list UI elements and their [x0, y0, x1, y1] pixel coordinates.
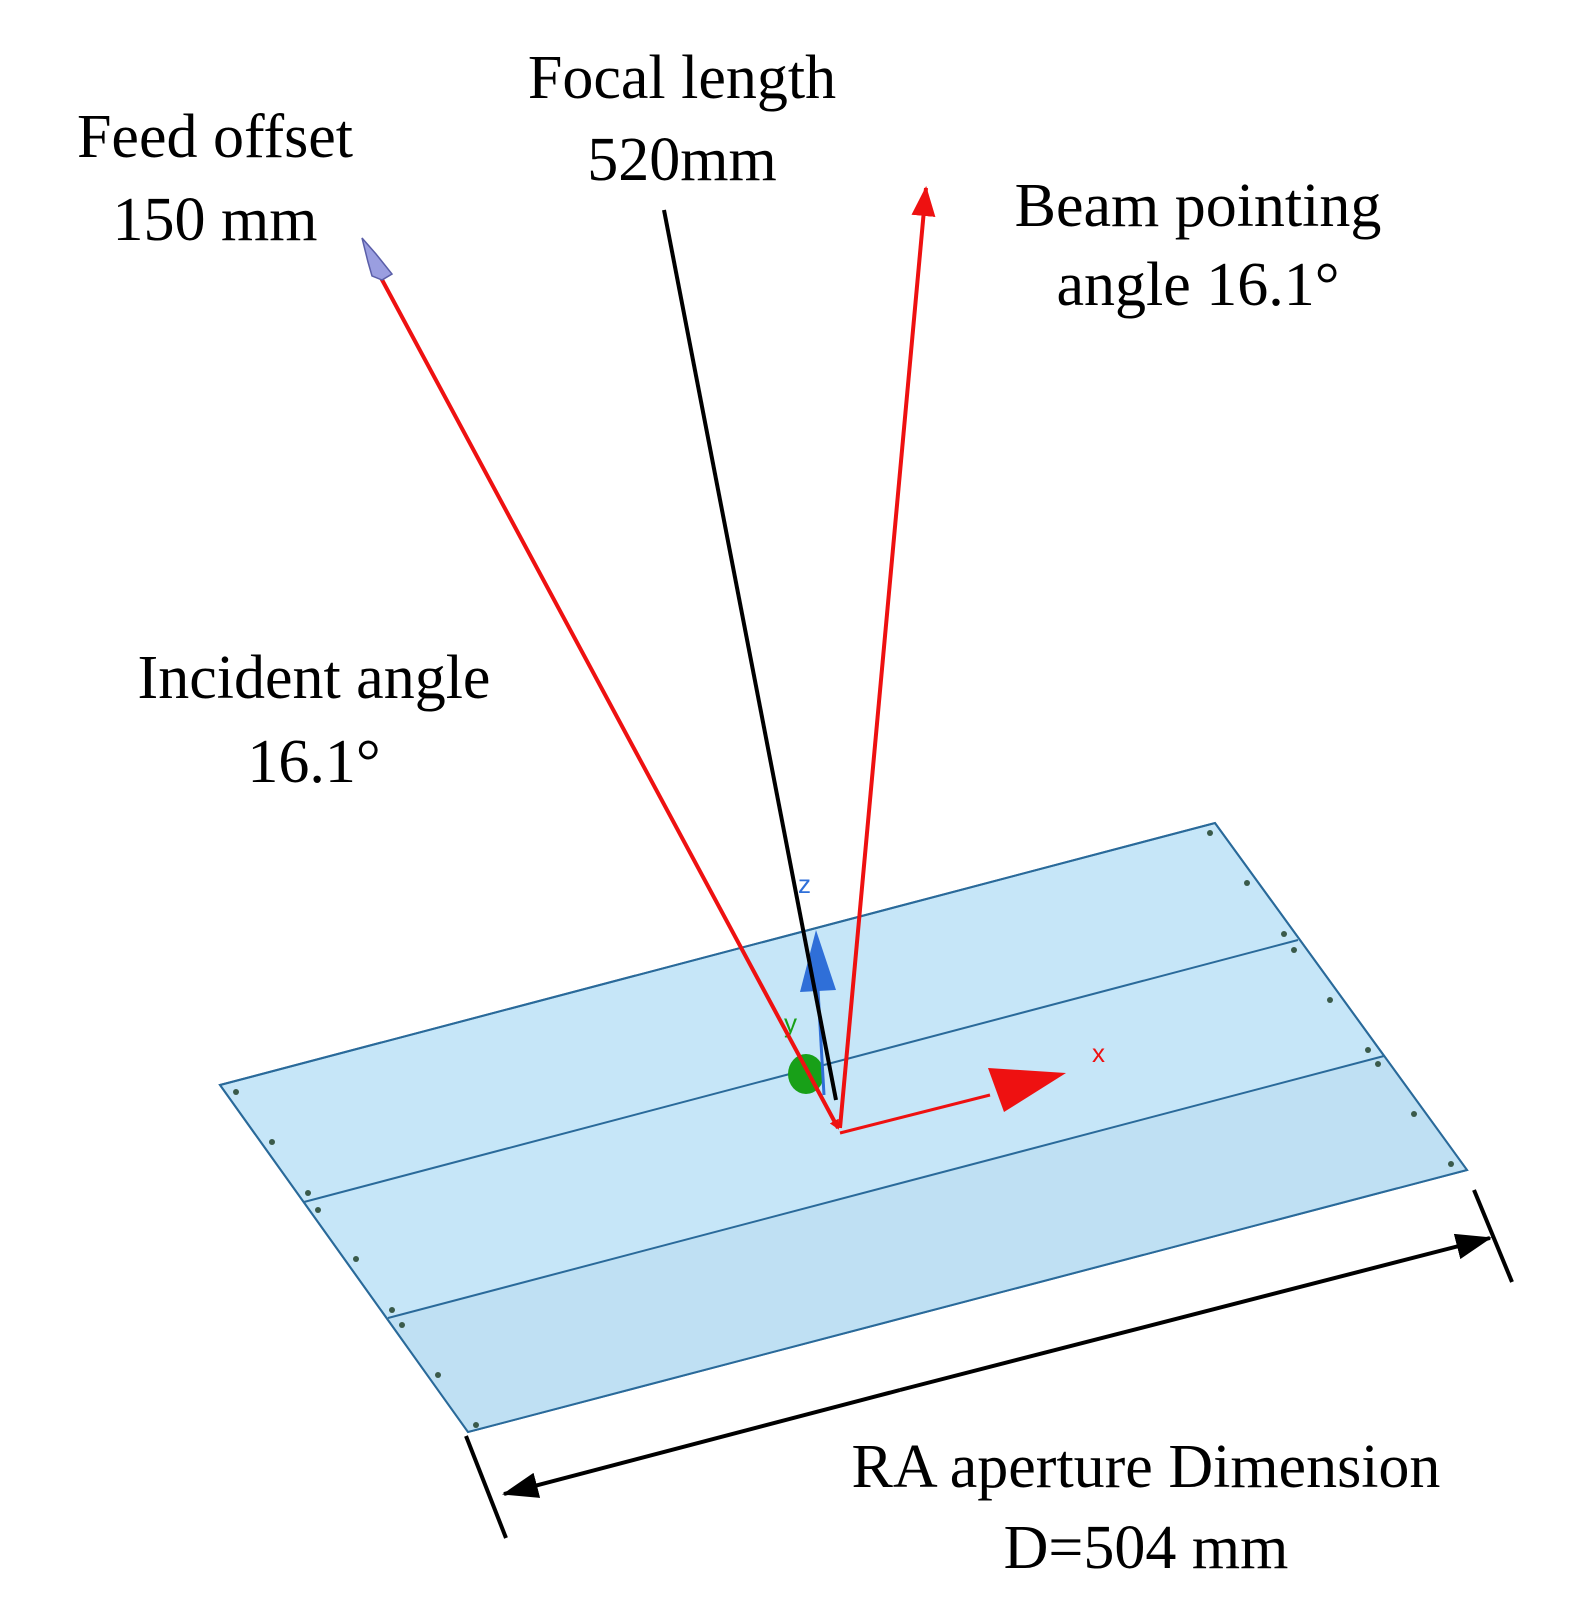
feed-offset-title: Feed offset [77, 103, 353, 171]
beam-pointing-value: angle 16.1° [1056, 251, 1339, 319]
z-axis-label: z [798, 869, 811, 899]
dimension-arrow-left [502, 1388, 901, 1498]
focal-length-label: Focal length 520mm [528, 44, 836, 194]
dimension-arrow-right [899, 1233, 1492, 1392]
aperture-dimension [464, 1189, 1514, 1539]
incident-angle-title: Incident angle [138, 644, 491, 712]
focal-length-title: Focal length [528, 44, 836, 112]
incident-angle-label: Incident angle 16.1° [138, 644, 491, 796]
beam-pointing-label: Beam pointing angle 16.1° [1015, 172, 1382, 319]
dimension-tick-right [1472, 1189, 1514, 1283]
z-axis-cone [800, 930, 836, 992]
x-axis-cone [988, 1068, 1066, 1112]
aperture-value: D=504 mm [1004, 1514, 1289, 1582]
focal-length-line [662, 209, 838, 1101]
feed-offset-value: 150 mm [113, 186, 318, 254]
reflectarray-panel [218, 821, 1469, 1434]
dimension-tick-left [464, 1435, 508, 1539]
focal-length-value: 520mm [587, 126, 776, 194]
aperture-title: RA aperture Dimension [852, 1433, 1441, 1501]
beam-pointing-ray [838, 186, 936, 1129]
feed-horn-icon [361, 237, 394, 281]
aperture-label: RA aperture Dimension D=504 mm [852, 1433, 1441, 1582]
panel-screws [233, 830, 1454, 1428]
x-axis-shaft [839, 1093, 991, 1135]
panel-seam-2 [387, 1055, 1385, 1319]
beam-pointing-title: Beam pointing [1015, 172, 1382, 240]
incident-ray [378, 275, 840, 1130]
panel-strip-bottom [388, 1056, 1467, 1432]
feed-offset-label: Feed offset 150 mm [77, 103, 353, 254]
x-axis-label: x [1092, 1038, 1105, 1068]
incident-angle-value: 16.1° [247, 728, 380, 796]
